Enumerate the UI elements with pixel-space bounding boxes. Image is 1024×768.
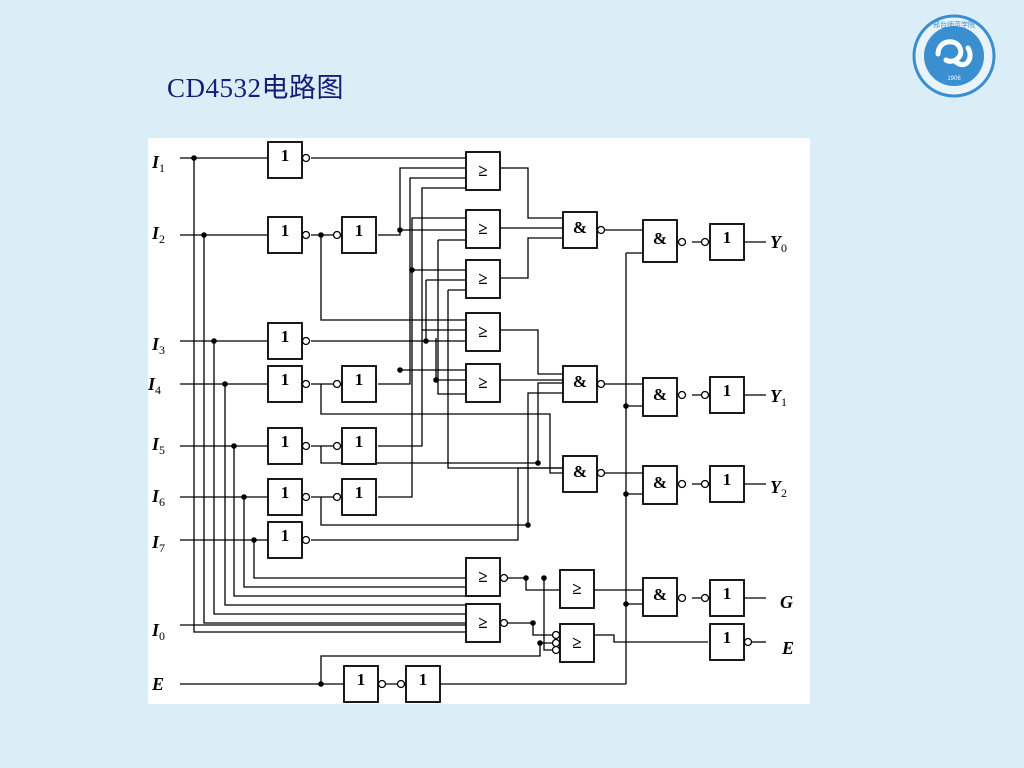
svg-text:1: 1 xyxy=(355,221,364,240)
not-gate-i7: 1 xyxy=(267,521,311,559)
or-gate-4: ≥ xyxy=(465,312,501,352)
output-labels: Y0 Y1 Y2 G E xyxy=(770,232,794,658)
svg-text:≥: ≥ xyxy=(572,633,581,652)
or-gate-2: ≥ xyxy=(465,209,501,249)
and-gate-y1: & xyxy=(642,377,687,417)
svg-text:≥: ≥ xyxy=(478,219,487,238)
svg-text:1: 1 xyxy=(723,470,732,489)
not-gate-i5: 1 xyxy=(267,427,311,465)
svg-text:1: 1 xyxy=(281,483,290,502)
svg-text:&: & xyxy=(653,473,667,492)
pin-y2: Y2 xyxy=(770,477,787,500)
svg-text:≥: ≥ xyxy=(478,373,487,392)
or-gate-1: ≥ xyxy=(465,151,501,191)
or-gate-6: ≥ xyxy=(465,557,509,597)
not-gate-g: 1 xyxy=(700,579,745,617)
pin-i0: I0 xyxy=(151,620,165,643)
svg-text:&: & xyxy=(573,462,587,481)
or-gate-8: ≥ xyxy=(559,569,595,609)
pin-i2: I2 xyxy=(151,223,165,246)
not-gate-i3: 1 xyxy=(267,322,311,360)
pin-i1: I1 xyxy=(151,152,165,175)
svg-text:1: 1 xyxy=(723,628,732,647)
svg-text:1: 1 xyxy=(355,370,364,389)
not-gate-e2: 1 xyxy=(396,665,441,703)
or-gate-7: ≥ xyxy=(465,603,509,643)
not-gate-i5b: 1 xyxy=(332,427,377,465)
not-gate-e-out: 1 xyxy=(709,623,753,661)
svg-text:1: 1 xyxy=(281,221,290,240)
svg-text:1: 1 xyxy=(723,228,732,247)
input-labels: I1 I2 I3 I4 I5 I6 I7 I0 E xyxy=(148,152,165,694)
svg-text:1: 1 xyxy=(281,146,290,165)
not-gate-y0: 1 xyxy=(700,223,745,261)
svg-text:1: 1 xyxy=(281,432,290,451)
not-gate-i2b: 1 xyxy=(332,216,377,254)
svg-text:≥: ≥ xyxy=(478,269,487,288)
svg-text:&: & xyxy=(653,385,667,404)
svg-text:1: 1 xyxy=(723,381,732,400)
or-gate-9: ≥ xyxy=(551,623,595,663)
svg-text:1: 1 xyxy=(723,584,732,603)
circuit-diagram: 1 1 1 1 1 1 1 1 1 1 1 1 1 ≥ ≥ ≥ ≥ ≥ ≥ ≥ … xyxy=(148,138,810,704)
not-gate-i2: 1 xyxy=(267,216,311,254)
logo-top-text: 邢台师范学院 xyxy=(933,20,975,29)
not-gate-e1: 1 xyxy=(343,665,387,703)
pin-i5: I5 xyxy=(151,434,165,457)
slide-title: CD4532电路图 xyxy=(167,73,345,103)
svg-text:1: 1 xyxy=(357,670,366,689)
svg-text:1: 1 xyxy=(281,526,290,545)
and-gate-g: & xyxy=(642,577,687,617)
svg-text:1: 1 xyxy=(355,483,364,502)
or-gate-5: ≥ xyxy=(465,363,501,403)
svg-text:≥: ≥ xyxy=(478,567,487,586)
pin-y1: Y1 xyxy=(770,386,787,409)
not-gate-i1: 1 xyxy=(267,141,311,179)
svg-text:&: & xyxy=(573,218,587,237)
and-gate-1: & xyxy=(562,211,606,249)
svg-text:1: 1 xyxy=(355,432,364,451)
svg-text:1: 1 xyxy=(281,370,290,389)
and-gate-3: & xyxy=(562,455,606,493)
not-gate-i4b: 1 xyxy=(332,365,377,403)
not-gate-i4: 1 xyxy=(267,365,311,403)
pin-y0: Y0 xyxy=(770,232,787,255)
svg-text:≥: ≥ xyxy=(478,161,487,180)
junction-dots xyxy=(191,155,629,687)
pin-i3: I3 xyxy=(151,334,165,357)
svg-text:&: & xyxy=(653,229,667,248)
svg-text:&: & xyxy=(653,585,667,604)
pin-e-out: E xyxy=(781,638,794,658)
pin-g: G xyxy=(780,592,793,612)
svg-text:≥: ≥ xyxy=(478,613,487,632)
logo-year: 1906 xyxy=(947,76,961,82)
not-gate-y2: 1 xyxy=(700,465,745,503)
svg-text:1: 1 xyxy=(281,327,290,346)
svg-text:1: 1 xyxy=(419,670,428,689)
svg-text:&: & xyxy=(573,372,587,391)
not-gate-y1: 1 xyxy=(700,376,745,414)
college-logo: 1906 邢台师范学院 xyxy=(912,14,996,98)
svg-text:≥: ≥ xyxy=(572,579,581,598)
pin-i6: I6 xyxy=(151,486,165,509)
pin-i7: I7 xyxy=(151,532,165,555)
pin-e-in: E xyxy=(151,674,164,694)
not-gate-i6: 1 xyxy=(267,478,311,516)
or-gate-3: ≥ xyxy=(465,259,501,299)
svg-text:≥: ≥ xyxy=(478,322,487,341)
and-gate-2: & xyxy=(562,365,606,403)
pin-i4: I4 xyxy=(148,374,161,397)
not-gate-i6b: 1 xyxy=(332,478,377,516)
and-gate-y0: & xyxy=(642,219,687,263)
and-gate-y2: & xyxy=(642,465,687,505)
